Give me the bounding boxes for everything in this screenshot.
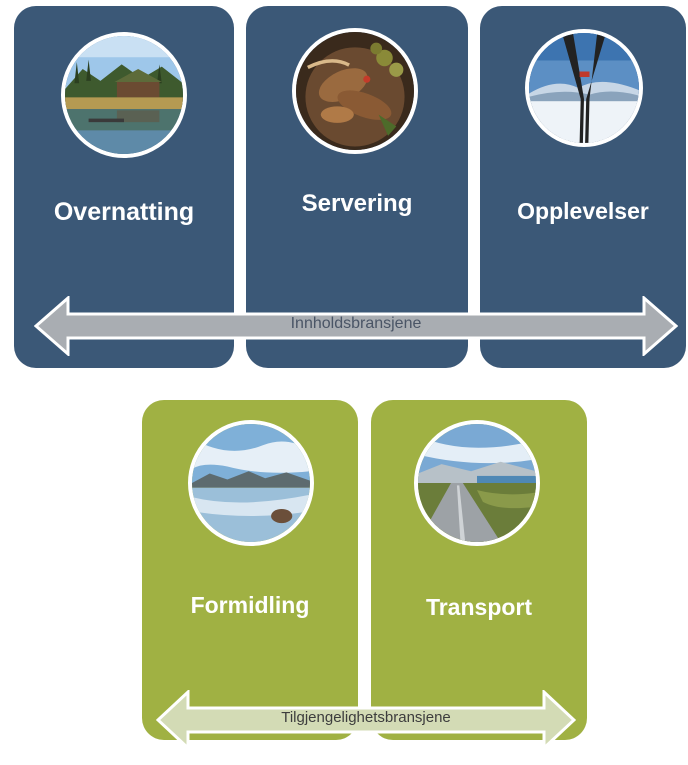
card-title: Overnatting: [53, 198, 195, 226]
card-title: Servering: [301, 190, 413, 217]
road-photo: [414, 420, 540, 546]
card-title: Opplevelser: [517, 198, 649, 224]
double-arrow-shape: [155, 688, 577, 752]
food-photo: [292, 28, 418, 154]
arrow-label: Tilgjengelighetsbransjene: [281, 709, 451, 726]
card-title: Transport: [425, 594, 533, 620]
content-industries-arrow: Innholdsbransjene: [33, 294, 679, 358]
card-transport: Transport: [371, 400, 587, 740]
card-servering: Servering: [246, 6, 468, 368]
arrow-label: Innholdsbransjene: [290, 315, 422, 332]
lake-photo: [188, 420, 314, 546]
double-arrow-shape: [33, 294, 679, 358]
card-formidling: Formidling: [142, 400, 358, 740]
access-industries-arrow: Tilgjengelighetsbransjene: [155, 688, 577, 752]
card-title: Formidling: [190, 592, 310, 618]
skis-photo: [525, 29, 643, 147]
card-overnatting: Overnatting: [14, 6, 234, 368]
cabin-photo: [61, 32, 187, 158]
